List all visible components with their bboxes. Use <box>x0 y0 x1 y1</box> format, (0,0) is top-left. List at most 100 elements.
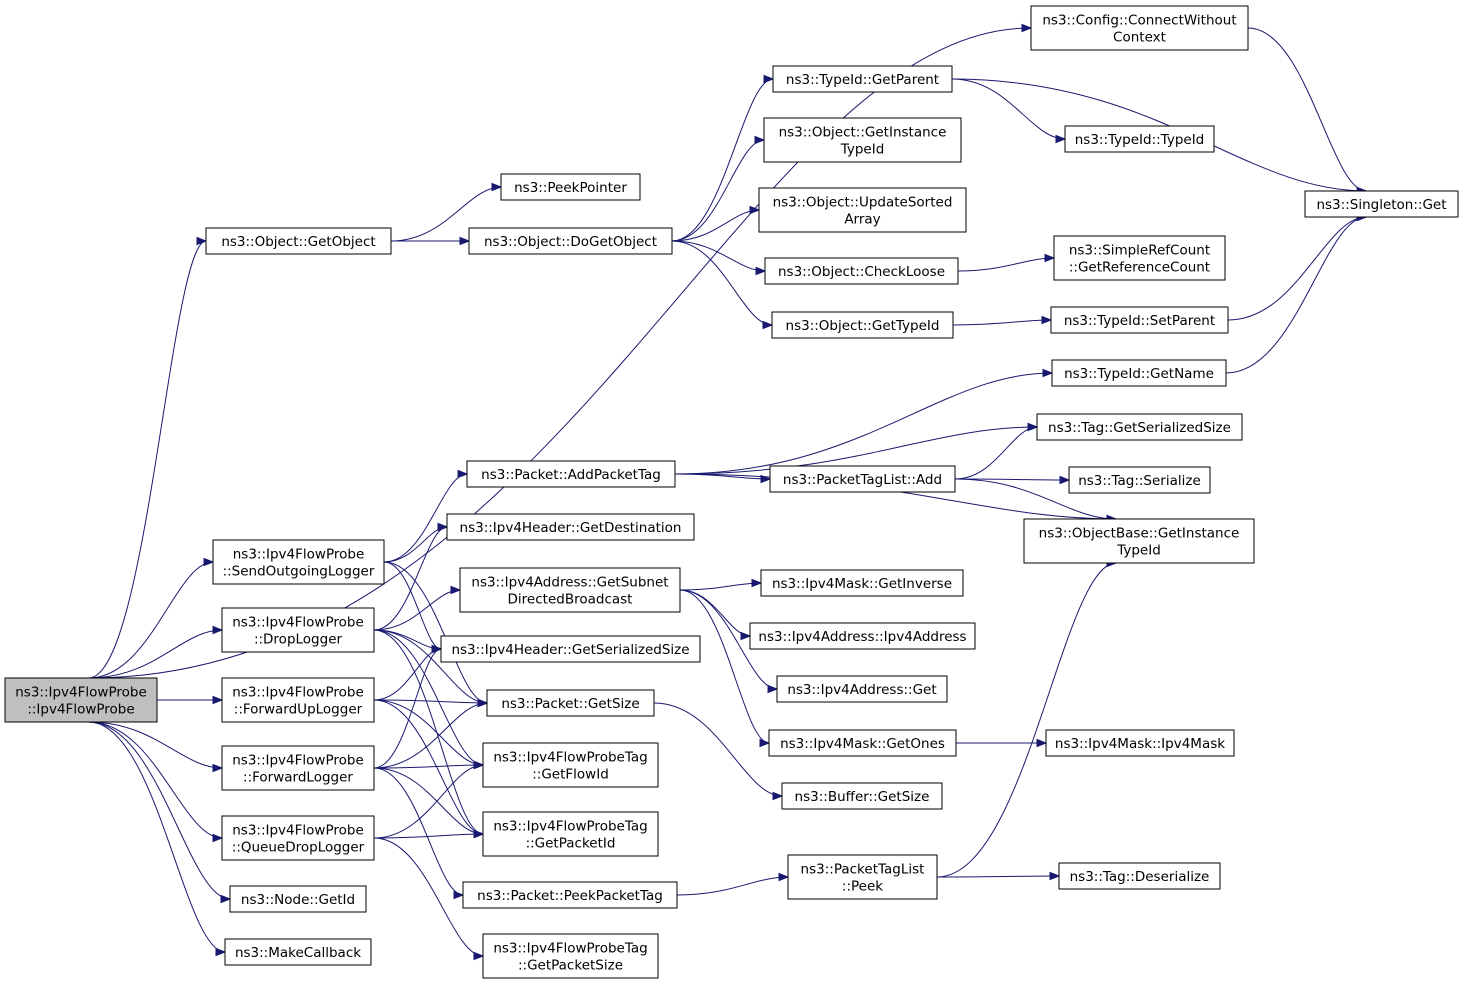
node-label: ns3::Ipv4Address::Get <box>787 682 936 698</box>
node-label: ns3::Object::GetInstance <box>779 125 947 141</box>
nodes-layer: ns3::Ipv4FlowProbe::Ipv4FlowProbe ns3::Co… <box>4 5 1459 979</box>
node-objGetTypeId[interactable]: ns3::Object::GetTypeId <box>771 311 954 339</box>
node-getPacketId[interactable]: ns3::Ipv4FlowProbeTag::GetPacketId <box>482 811 659 857</box>
node-ipv4MaskCtor[interactable]: ns3::Ipv4Mask::Ipv4Mask <box>1045 729 1235 757</box>
node-singletonGet[interactable]: ns3::Singleton::Get <box>1304 190 1459 218</box>
node-box[interactable] <box>459 567 681 613</box>
node-label: ns3::Packet::AddPacketTag <box>481 467 661 483</box>
node-label: ns3::Object::DoGetObject <box>484 234 657 250</box>
node-label: ::Peek <box>842 879 883 895</box>
node-queueDropLogger[interactable]: ns3::Ipv4FlowProbe::QueueDropLogger <box>221 815 375 861</box>
arrowhead <box>473 829 485 839</box>
node-getFlowId[interactable]: ns3::Ipv4FlowProbeTag::GetFlowId <box>482 742 659 788</box>
node-dropLogger[interactable]: ns3::Ipv4FlowProbe::DropLogger <box>221 607 375 653</box>
arrowhead <box>1049 871 1061 881</box>
node-getInverse[interactable]: ns3::Ipv4Mask::GetInverse <box>760 569 964 597</box>
node-peekPointer[interactable]: ns3::PeekPointer <box>500 173 641 201</box>
node-getSubnetDB[interactable]: ns3::Ipv4Address::GetSubnetDirectedBroad… <box>459 567 681 613</box>
node-box[interactable] <box>769 465 956 493</box>
node-peekPacketTag[interactable]: ns3::Packet::PeekPacketTag <box>462 881 678 909</box>
edge-getSubnetDB-to-ipv4AddressCtor <box>679 589 751 637</box>
node-tagListAdd[interactable]: ns3::PacketTagList::Add <box>769 465 956 493</box>
node-box[interactable] <box>221 607 375 653</box>
node-box[interactable] <box>1023 518 1255 564</box>
node-getName[interactable]: ns3::TypeId::GetName <box>1051 359 1227 387</box>
node-typeIdGetParent[interactable]: ns3::TypeId::GetParent <box>772 65 953 93</box>
node-box[interactable] <box>1030 5 1249 51</box>
node-ipv4HdrSerSize[interactable]: ns3::Ipv4Header::GetSerializedSize <box>440 635 701 663</box>
node-tagDeserialize[interactable]: ns3::Tag::Deserialize <box>1058 862 1221 890</box>
node-box[interactable] <box>772 65 953 93</box>
node-box[interactable] <box>482 742 659 788</box>
node-box[interactable] <box>205 227 392 255</box>
node-box[interactable] <box>1036 413 1243 441</box>
node-getReferenceCount[interactable]: ns3::SimpleRefCount::GetReferenceCount <box>1053 235 1226 281</box>
node-getOnes[interactable]: ns3::Ipv4Mask::GetOnes <box>768 729 957 757</box>
node-makeCallback[interactable]: ns3::MakeCallback <box>224 938 372 966</box>
node-forwardLogger[interactable]: ns3::Ipv4FlowProbe::ForwardLogger <box>221 745 375 791</box>
node-box[interactable] <box>500 173 641 201</box>
node-box[interactable] <box>1045 729 1235 757</box>
node-box[interactable] <box>763 117 962 163</box>
node-box[interactable] <box>4 677 158 723</box>
node-box[interactable] <box>1051 359 1227 387</box>
node-label: DirectedBroadcast <box>508 592 633 608</box>
node-getObject[interactable]: ns3::Object::GetObject <box>205 227 392 255</box>
node-box[interactable] <box>468 227 673 255</box>
node-box[interactable] <box>462 881 678 909</box>
node-box[interactable] <box>781 782 943 810</box>
node-box[interactable] <box>221 815 375 861</box>
node-box[interactable] <box>1050 306 1229 334</box>
node-packetGetSize[interactable]: ns3::Packet::GetSize <box>486 689 655 717</box>
node-nodeGetId[interactable]: ns3::Node::GetId <box>229 885 367 913</box>
node-box[interactable] <box>229 885 367 913</box>
node-box[interactable] <box>760 569 964 597</box>
node-forwardUpLogger[interactable]: ns3::Ipv4FlowProbe::ForwardUpLogger <box>221 677 375 723</box>
node-box[interactable] <box>776 675 948 703</box>
node-bufferGetSize[interactable]: ns3::Buffer::GetSize <box>781 782 943 810</box>
node-addPacketTag[interactable]: ns3::Packet::AddPacketTag <box>466 460 676 488</box>
node-box[interactable] <box>466 460 676 488</box>
node-root[interactable]: ns3::Ipv4FlowProbe::Ipv4FlowProbe <box>4 677 158 723</box>
node-checkLoose[interactable]: ns3::Object::CheckLoose <box>764 257 959 285</box>
node-box[interactable] <box>1064 125 1215 153</box>
node-box[interactable] <box>212 539 385 585</box>
node-box[interactable] <box>446 513 695 541</box>
node-box[interactable] <box>1068 466 1211 494</box>
node-label: ns3::TypeId::GetName <box>1064 366 1214 382</box>
node-box[interactable] <box>224 938 372 966</box>
node-box[interactable] <box>221 677 375 723</box>
arrowhead <box>212 833 224 843</box>
node-typeIdCtor[interactable]: ns3::TypeId::TypeId <box>1064 125 1215 153</box>
node-ipv4AddressGet[interactable]: ns3::Ipv4Address::Get <box>776 675 948 703</box>
node-tagListPeek[interactable]: ns3::PacketTagList::Peek <box>787 854 938 900</box>
node-box[interactable] <box>221 745 375 791</box>
node-box[interactable] <box>1053 235 1226 281</box>
node-box[interactable] <box>758 187 967 233</box>
node-box[interactable] <box>1304 190 1459 218</box>
node-getPacketSize[interactable]: ns3::Ipv4FlowProbeTag::GetPacketSize <box>482 933 659 979</box>
node-ipv4AddressCtor[interactable]: ns3::Ipv4Address::Ipv4Address <box>749 622 976 650</box>
node-getDestination[interactable]: ns3::Ipv4Header::GetDestination <box>446 513 695 541</box>
arrowhead <box>212 625 224 635</box>
node-box[interactable] <box>749 622 976 650</box>
node-doGetObject[interactable]: ns3::Object::DoGetObject <box>468 227 673 255</box>
node-setParent[interactable]: ns3::TypeId::SetParent <box>1050 306 1229 334</box>
node-box[interactable] <box>787 854 938 900</box>
node-box[interactable] <box>482 811 659 857</box>
node-box[interactable] <box>764 257 959 285</box>
node-box[interactable] <box>482 933 659 979</box>
node-box[interactable] <box>1058 862 1221 890</box>
node-box[interactable] <box>768 729 957 757</box>
node-box[interactable] <box>486 689 655 717</box>
node-tagSerialize[interactable]: ns3::Tag::Serialize <box>1068 466 1211 494</box>
node-box[interactable] <box>440 635 701 663</box>
node-box[interactable] <box>771 311 954 339</box>
node-sendOutgoingLogger[interactable]: ns3::Ipv4FlowProbe::SendOutgoingLogger <box>212 539 385 585</box>
edge-root-to-nodeGetId <box>88 721 231 900</box>
node-tagGetSerSize[interactable]: ns3::Tag::GetSerializedSize <box>1036 413 1243 441</box>
